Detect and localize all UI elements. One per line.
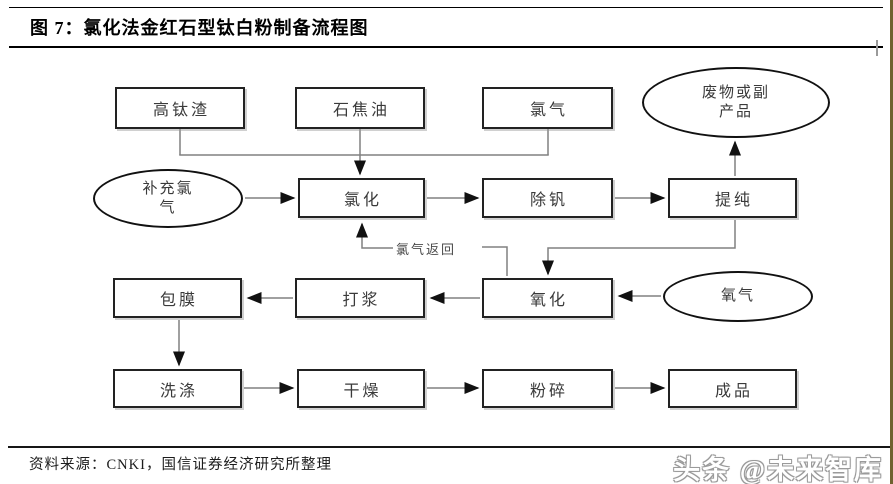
box-drying: 干燥 xyxy=(297,369,425,408)
box-label: 成品 xyxy=(714,382,753,400)
page-right-border xyxy=(890,0,893,484)
box-label: 洗涤 xyxy=(159,382,198,400)
box-label: 打浆 xyxy=(342,292,381,309)
edge-return-to-chlorination xyxy=(356,222,393,249)
box-purification: 提纯 xyxy=(668,178,797,218)
box-chlorination: 氯化 xyxy=(298,178,425,218)
footer-rule xyxy=(8,446,890,448)
ellipse-label: 补充氯 气 xyxy=(142,180,194,216)
box-label: 高钛渣 xyxy=(152,102,210,119)
ellipse-label: 废物或副 产品 xyxy=(701,84,770,120)
box-label: 干燥 xyxy=(343,382,382,400)
box-vanadium-removal: 除钒 xyxy=(482,178,613,218)
box-petroleum-coke: 石焦油 xyxy=(295,87,425,129)
label-chlorine-return: 氯气返回 xyxy=(395,239,458,258)
box-label: 包膜 xyxy=(159,292,198,309)
ellipse-supplementary-chlorine: 补充氯 气 xyxy=(93,169,243,228)
box-pulping: 打浆 xyxy=(295,278,425,318)
figure-title: 图 7：氯化法金红石型钛白粉制备流程图 xyxy=(30,18,369,38)
box-finished-product: 成品 xyxy=(668,369,797,408)
rule-end-tick xyxy=(876,40,878,56)
box-chlorine-gas: 氯气 xyxy=(482,87,613,129)
box-coating: 包膜 xyxy=(113,278,242,318)
box-high-titanium-slag: 高钛渣 xyxy=(115,87,245,129)
box-oxidation: 氧化 xyxy=(482,278,613,318)
box-label: 提纯 xyxy=(714,192,753,209)
source-note: 资料来源：CNKI，国信证券经济研究所整理 xyxy=(29,457,332,473)
edge-return-right-segment xyxy=(482,246,508,276)
title-underline-rule xyxy=(9,46,883,48)
edge-purification-to-oxidation xyxy=(542,220,736,276)
ellipse-waste-byproduct: 废物或副 产品 xyxy=(642,67,830,138)
box-label: 氯化 xyxy=(343,192,382,209)
box-label: 石焦油 xyxy=(332,102,390,119)
top-rule xyxy=(9,7,883,8)
box-crushing: 粉碎 xyxy=(482,369,613,408)
box-label: 除钒 xyxy=(529,192,568,209)
box-label: 氯气 xyxy=(529,102,568,119)
ellipse-oxygen: 氧气 xyxy=(663,271,813,322)
box-washing: 洗涤 xyxy=(113,369,242,408)
box-label: 氧化 xyxy=(529,292,568,309)
ellipse-label: 氧气 xyxy=(720,288,755,305)
box-label: 粉碎 xyxy=(529,382,568,400)
watermark-toutiao: 头条 @未来智库 xyxy=(673,455,883,484)
